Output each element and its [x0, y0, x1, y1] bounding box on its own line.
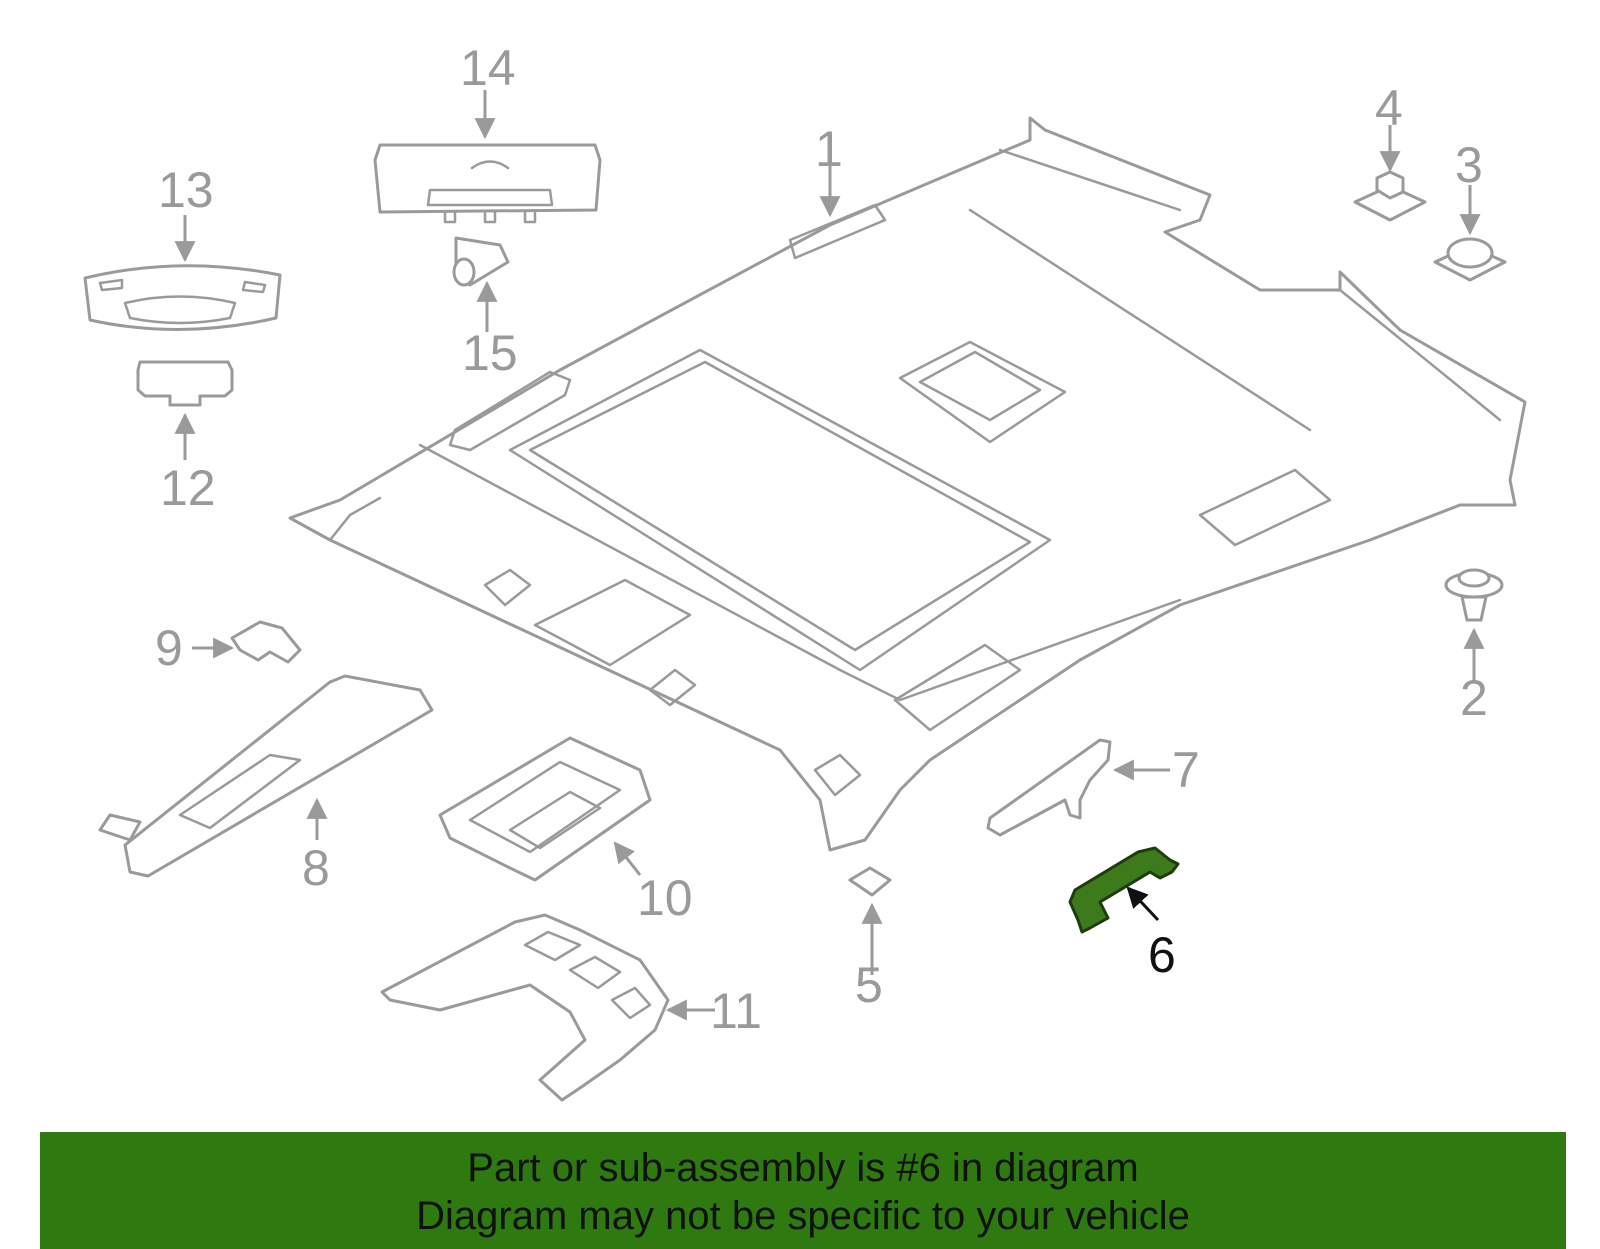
callout-11: 11 — [710, 983, 762, 1039]
part-4-nut[interactable] — [1353, 170, 1427, 222]
callout-15: 15 — [462, 325, 518, 381]
info-banner: Part or sub-assembly is #6 in diagram Di… — [40, 1132, 1566, 1249]
part-11-console-trim[interactable] — [380, 913, 670, 1102]
part-10-console-frame[interactable] — [438, 736, 652, 882]
leader-10 — [613, 841, 642, 876]
callout-5: 5 — [855, 957, 883, 1013]
callout-8: 8 — [302, 840, 330, 896]
callout-3: 3 — [1455, 137, 1483, 193]
callout-7: 7 — [1172, 742, 1200, 798]
callout-4: 4 — [1375, 80, 1403, 136]
part-8-sun-visor[interactable] — [98, 674, 434, 878]
leader-6 — [1126, 886, 1160, 922]
part-3-clip[interactable] — [1433, 237, 1507, 282]
banner-line-disclaimer: Diagram may not be specific to your vehi… — [416, 1194, 1190, 1238]
part-15-bulb[interactable] — [452, 236, 510, 287]
banner-line-part: Part or sub-assembly is #6 in diagram — [467, 1146, 1139, 1190]
part-7-bracket[interactable] — [986, 738, 1112, 837]
part-2-push-pin[interactable] — [1444, 568, 1504, 622]
callout-10: 10 — [637, 870, 693, 926]
callout-13: 13 — [158, 162, 214, 218]
part-12-lens[interactable] — [136, 360, 234, 407]
part-6-grab-handle[interactable] — [1068, 846, 1180, 934]
callout-2: 2 — [1460, 670, 1488, 726]
callout-9: 9 — [155, 620, 183, 676]
callout-14: 14 — [460, 40, 516, 96]
part-1-headliner[interactable] — [288, 116, 1527, 852]
part-9-visor-clip[interactable] — [230, 620, 302, 664]
callout-6: 6 — [1148, 927, 1176, 983]
callout-1: 1 — [815, 121, 843, 177]
part-14-dome-lamp[interactable] — [373, 143, 602, 224]
part-5-pad[interactable] — [848, 866, 892, 897]
part-13-reading-lamp[interactable] — [83, 264, 282, 331]
callout-12: 12 — [160, 460, 216, 516]
